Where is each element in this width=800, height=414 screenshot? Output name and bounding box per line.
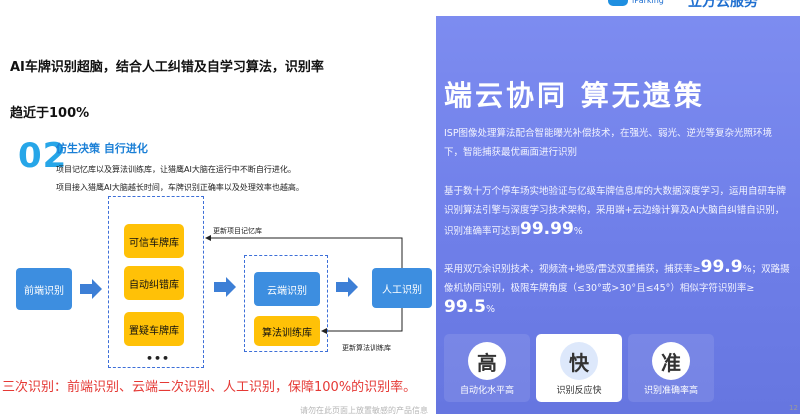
- feature-card-label: 识别准确率高: [643, 386, 698, 396]
- para3-unit: %: [485, 304, 495, 315]
- flow-connectors: [80, 235, 403, 334]
- brand-logo: iParking 立方云服务: [608, 0, 800, 8]
- library-group-box: [108, 196, 204, 368]
- bottom-summary-text: 三次识别：前端识别、云端二次识别、人工识别，保障100%的识别率。: [2, 380, 417, 395]
- right-paragraph-3: 采用双冗余识别技术，视频流+地感/雷达双重捕获，捕获率≥99.9%；双路摄像机协…: [444, 258, 790, 319]
- right-paragraph-1: ISP图像处理算法配合智能曝光补偿技术，在强光、弱光、逆光等复杂光照环境下，智能…: [444, 128, 773, 158]
- section-desc-line-1: 项目记忆库以及算法训练库，让猎鹰AI大脑在运行中不断自行进化。: [56, 165, 296, 174]
- label-update-memory: 更新项目记忆库: [213, 227, 262, 235]
- footnote: 请勿在此页面上放置敏感的产品信息: [300, 406, 428, 414]
- right-title: 端云协同 算无遗策: [444, 79, 705, 112]
- feature-card-label: 识别反应快: [556, 386, 602, 396]
- section-number: 02: [18, 136, 68, 176]
- feature-cards: 高 自动化水平高 快 识别反应快 准 识别准确率高: [444, 334, 794, 412]
- block-arrow-3: [336, 277, 358, 297]
- para3-text-b: %；双路摄像机协同识别，极限车牌角度（≤30°或>30°且≤45°）相似字符识别…: [444, 264, 790, 294]
- para3-similar-number: 99.5: [444, 297, 486, 317]
- high-glyph-icon: 高: [468, 342, 506, 380]
- section-title: 仿生决策 自行进化: [56, 142, 148, 155]
- headline-line-2: 趋近于100%: [10, 106, 90, 121]
- node-cloud-recognition: 云端识别: [254, 272, 320, 306]
- para3-capture-number: 99.9: [700, 257, 743, 277]
- fast-glyph-icon: 快: [560, 342, 598, 380]
- right-paragraph-2: 基于数十万个停车场实地验证与亿级车牌信息库的大数据深度学习，运用自研车牌识别算法…: [444, 182, 790, 241]
- node-human-recognition: 人工识别: [372, 268, 432, 308]
- brand-big-text: 立方云服务: [688, 0, 758, 8]
- section-desc-line-2: 项目接入猎鹰AI大脑越长时间，车牌识别正确率以及处理效率也越高。: [56, 183, 304, 192]
- feature-card-fast: 快 识别反应快: [536, 334, 622, 402]
- page-number: 12: [789, 404, 798, 412]
- para3-text-a: 采用双冗余识别技术，视频流+地感/雷达双重捕获，捕获率≥: [444, 264, 701, 275]
- para2-accuracy-number: 99.99: [520, 219, 574, 239]
- node-front-recognition: 前端识别: [16, 268, 72, 310]
- feedback-line-memory: [205, 235, 403, 268]
- node-algo-training-lib: 算法训练库: [254, 316, 320, 346]
- accurate-glyph-icon: 准: [652, 342, 690, 380]
- more-dots: •••: [146, 352, 171, 365]
- label-update-algo: 更新算法训练库: [342, 344, 391, 352]
- block-arrow-2: [214, 277, 236, 297]
- feature-card-accurate: 准 识别准确率高: [628, 334, 714, 402]
- para2-unit: %: [573, 226, 583, 237]
- cloud-group-box: [244, 255, 328, 352]
- feature-card-label: 自动化水平高: [459, 386, 514, 396]
- brand-small-text: iParking: [632, 0, 664, 5]
- block-arrow-1: [80, 279, 102, 299]
- feedback-line-algo: [321, 308, 403, 334]
- feature-card-high: 高 自动化水平高: [444, 334, 530, 402]
- node-auto-correct-lib: 自动纠错库: [124, 266, 184, 300]
- node-suspect-plate-lib: 置疑车牌库: [124, 312, 184, 346]
- para2-text: 基于数十万个停车场实地验证与亿级车牌信息库的大数据深度学习，运用自研车牌识别算法…: [444, 186, 787, 237]
- right-panel: 端云协同 算无遗策 ISP图像处理算法配合智能曝光补偿技术，在强光、弱光、逆光等…: [436, 16, 800, 414]
- left-panel: AI车牌识别超脑，结合人工纠错及自学习算法，识别率 趋近于100% 02 仿生决…: [2, 60, 432, 395]
- brand-mark-icon: [608, 0, 628, 6]
- node-trusted-plate-lib: 可信车牌库: [124, 224, 184, 258]
- headline-line-1: AI车牌识别超脑，结合人工纠错及自学习算法，识别率: [10, 60, 324, 75]
